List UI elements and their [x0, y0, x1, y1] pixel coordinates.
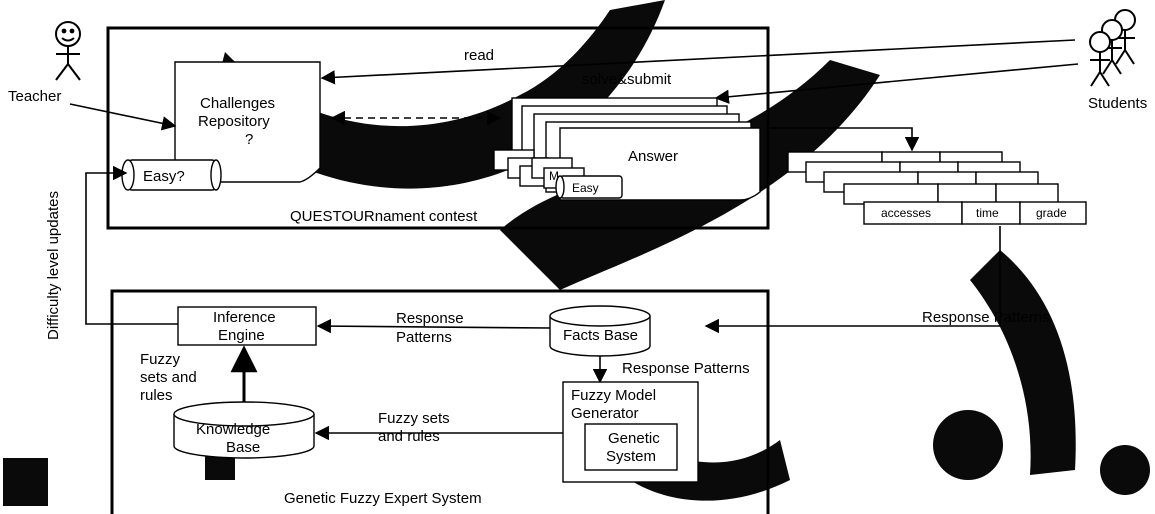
record-col-accesses: accesses: [881, 206, 931, 220]
fuzzy-mid-1: Fuzzy sets: [378, 410, 450, 427]
answers-to-records-arrow: [768, 127, 920, 152]
facts-to-inference-arrow: [316, 318, 551, 334]
knowledge-line1: Knowledge: [196, 421, 270, 438]
genetic-line1: Genetic: [608, 430, 660, 447]
inference-engine-box: [177, 306, 317, 346]
expert-system-title: Genetic Fuzzy Expert System: [284, 490, 482, 507]
response-patterns-right: Response Patterns: [922, 309, 1050, 326]
fuzzy-mid-2: and rules: [378, 428, 440, 445]
difficulty-arrow: [85, 165, 178, 325]
records-stack: [787, 151, 1087, 225]
genetic-system-box: [584, 423, 678, 471]
answer-partial-label: M: [549, 169, 559, 183]
fuzzy-left-3: rules: [140, 387, 173, 404]
difficulty-label: Difficulty level updates: [45, 191, 62, 340]
easy-label: Easy: [572, 181, 599, 195]
fmg-line1: Fuzzy Model: [571, 387, 656, 404]
knowledge-line2: Base: [226, 439, 260, 456]
challenges-line3: ?: [245, 131, 253, 148]
record-col-time: time: [976, 206, 999, 220]
teacher-arrow: [69, 103, 177, 131]
response-patterns-mid: Response Patterns: [622, 360, 750, 377]
read-label: read: [464, 47, 494, 64]
facts-base-label: Facts Base: [563, 327, 638, 344]
easy-question-scroll: [121, 159, 222, 191]
challenges-line1: Challenges: [200, 95, 275, 112]
contest-title: QUESTOURnament contest: [290, 208, 478, 225]
answer-label: Answer: [628, 148, 678, 165]
answer-stack: [493, 97, 761, 201]
challenges-repository: [174, 61, 321, 183]
teacher-label: Teacher: [8, 88, 61, 105]
record-col-grade: grade: [1036, 206, 1067, 220]
students-icon: [1089, 9, 1136, 87]
challenges-line2: Repository: [198, 113, 270, 130]
fmg-line2: Generator: [571, 405, 639, 422]
facts-base-cylinder: [549, 305, 651, 357]
response-label-2: Patterns: [396, 329, 452, 346]
response-label-1: Response: [396, 310, 464, 327]
solve-submit-label: solve&submit: [582, 71, 672, 88]
fuzzy-left-1: Fuzzy: [140, 351, 181, 368]
read-arrow: [320, 39, 1076, 85]
expert-system-box: [110, 289, 770, 514]
inference-line1: Inference: [213, 309, 276, 326]
students-label: Students: [1088, 95, 1147, 112]
fuzzy-left-2: sets and: [140, 369, 197, 386]
easy-question-label: Easy?: [143, 168, 185, 185]
teacher-icon: [55, 21, 81, 81]
genetic-line2: System: [606, 448, 656, 465]
inference-line2: Engine: [218, 327, 265, 344]
records-to-facts-arrow: [704, 226, 1001, 334]
solve-submit-arrow: [714, 63, 1079, 104]
knowledge-base-cylinder: [173, 401, 315, 459]
